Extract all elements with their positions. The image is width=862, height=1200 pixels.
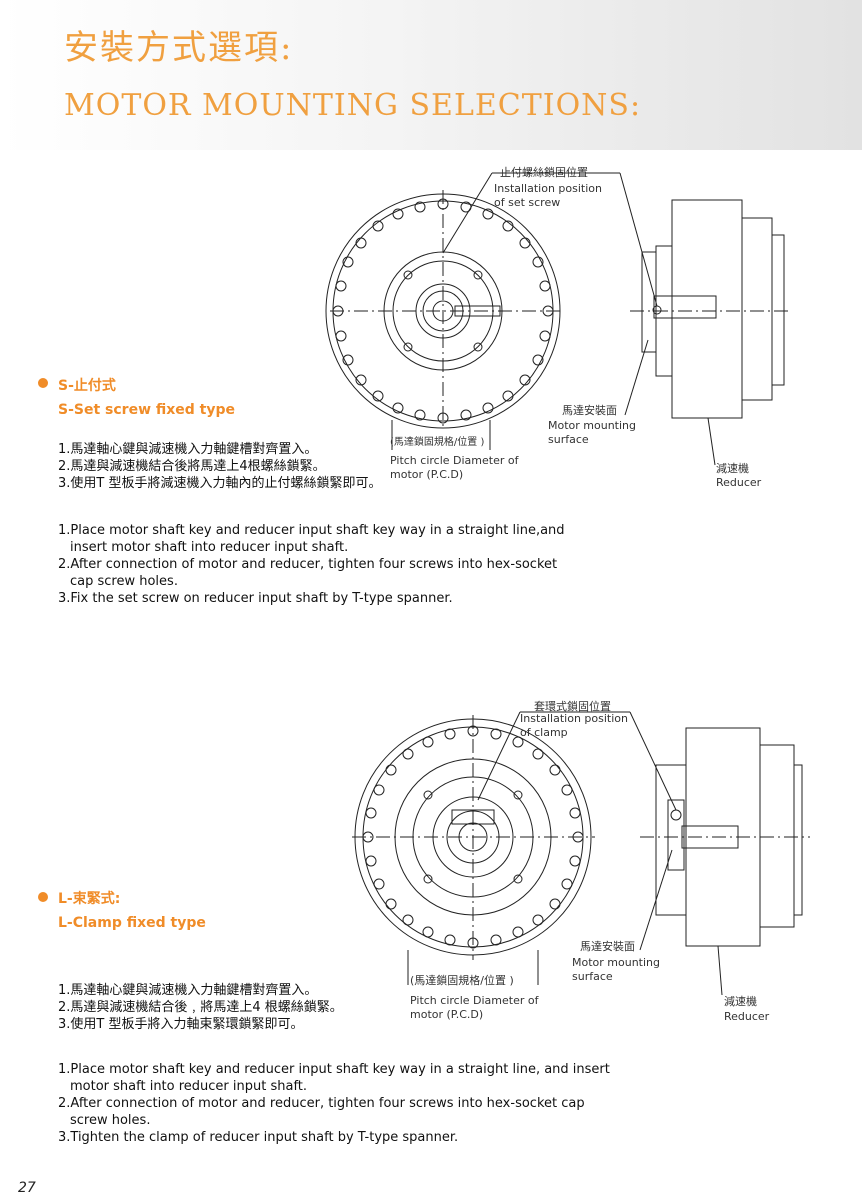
set-screw-callout-en1: Installation position <box>494 182 602 195</box>
step-zh-3: 3.使用T 型板手將減速機入力軸內的止付螺絲鎖緊即可。 <box>58 476 382 491</box>
step-en-1: 1.Place motor shaft key and reducer inpu… <box>58 1062 610 1077</box>
page-title-en: MOTOR MOUNTING SELECTIONS: <box>64 88 642 123</box>
surface-callout-zh-2: 馬達安裝面 <box>580 940 635 953</box>
step-en-2: 2.After connection of motor and reducer,… <box>58 557 558 572</box>
surface-callout-en1: Motor mounting <box>548 419 636 432</box>
type-title-en: S-Set screw fixed type <box>58 402 236 418</box>
type-title-zh: S-止付式 <box>58 378 116 394</box>
pcd-callout-zh-2: (馬達鎖固規格/位置 ) <box>410 974 514 987</box>
step-en-1b: motor shaft into reducer input shaft. <box>70 1079 308 1094</box>
reducer-callout-zh-2: 減速機 <box>724 995 757 1008</box>
pcd-callout-en1: Pitch circle Diameter of <box>390 454 519 467</box>
step-zh-2: 2.馬達與減速機結合後﹐將馬達上4 根螺絲鎖緊。 <box>58 1000 343 1015</box>
step-en-3: 3.Fix the set screw on reducer input sha… <box>58 591 453 606</box>
surface-callout-en2-2: surface <box>572 970 613 983</box>
steps-zh-2: 1.馬達軸心鍵與減速機入力軸鍵槽對齊置入。 2.馬達與減速機結合後﹐將馬達上4 … <box>58 982 343 1033</box>
type-bullet-2 <box>38 892 48 902</box>
step-en-1b: insert motor shaft into reducer input sh… <box>70 540 349 555</box>
clamp-callout-en1: Installation position <box>520 712 628 725</box>
surface-callout-en2: surface <box>548 433 589 446</box>
step-zh-1: 1.馬達軸心鍵與減速機入力軸鍵槽對齊置入。 <box>58 442 318 457</box>
set-screw-drawing <box>325 172 790 466</box>
type-title-zh-2: L-束緊式: <box>58 891 121 907</box>
steps-en-2: 1.Place motor shaft key and reducer inpu… <box>58 1061 610 1146</box>
reducer-callout-en: Reducer <box>716 476 762 489</box>
steps-en: 1.Place motor shaft key and reducer inpu… <box>58 522 565 607</box>
pcd-callout-zh: (馬達鎖固規格/位置 ) <box>390 437 485 448</box>
surface-callout-en1-2: Motor mounting <box>572 956 660 969</box>
step-zh-3: 3.使用T 型板手將入力軸束緊環鎖緊即可。 <box>58 1017 304 1032</box>
page-title-zh: 安裝方式選項: <box>64 28 294 68</box>
type-title-en-2: L-Clamp fixed type <box>58 915 206 931</box>
pcd-callout-en1-2: Pitch circle Diameter of <box>410 994 539 1007</box>
reducer-callout-zh: 減速機 <box>716 462 749 475</box>
set-screw-callout-en2: of set screw <box>494 196 561 209</box>
reducer-callout-en-2: Reducer <box>724 1010 770 1023</box>
pcd-callout-en2: motor (P.C.D) <box>390 468 464 481</box>
step-zh-1: 1.馬達軸心鍵與減速機入力軸鍵槽對齊置入。 <box>58 983 318 998</box>
step-en-2b: cap screw holes. <box>70 574 178 589</box>
step-en-1: 1.Place motor shaft key and reducer inpu… <box>58 523 565 538</box>
clamp-drawing <box>352 711 810 996</box>
clamp-callout-en2: of clamp <box>520 726 568 739</box>
pcd-callout-en2-2: motor (P.C.D) <box>410 1008 484 1021</box>
type-bullet <box>38 378 48 388</box>
surface-callout-zh: 馬達安裝面 <box>562 404 617 417</box>
step-en-2: 2.After connection of motor and reducer,… <box>58 1096 585 1111</box>
step-zh-2: 2.馬達與減速機結合後將馬達上4根螺絲鎖緊。 <box>58 459 326 474</box>
step-en-2b: screw holes. <box>70 1113 151 1128</box>
page-header: 安裝方式選項: MOTOR MOUNTING SELECTIONS: <box>0 0 862 150</box>
page-number: 27 <box>18 1180 36 1196</box>
clamp-callout-zh: 套環式鎖固位置 <box>534 700 611 713</box>
step-en-3: 3.Tighten the clamp of reducer input sha… <box>58 1130 459 1145</box>
set-screw-callout-zh: 止付螺絲鎖固位置 <box>500 166 588 179</box>
steps-zh: 1.馬達軸心鍵與減速機入力軸鍵槽對齊置入。 2.馬達與減速機結合後將馬達上4根螺… <box>58 441 381 492</box>
